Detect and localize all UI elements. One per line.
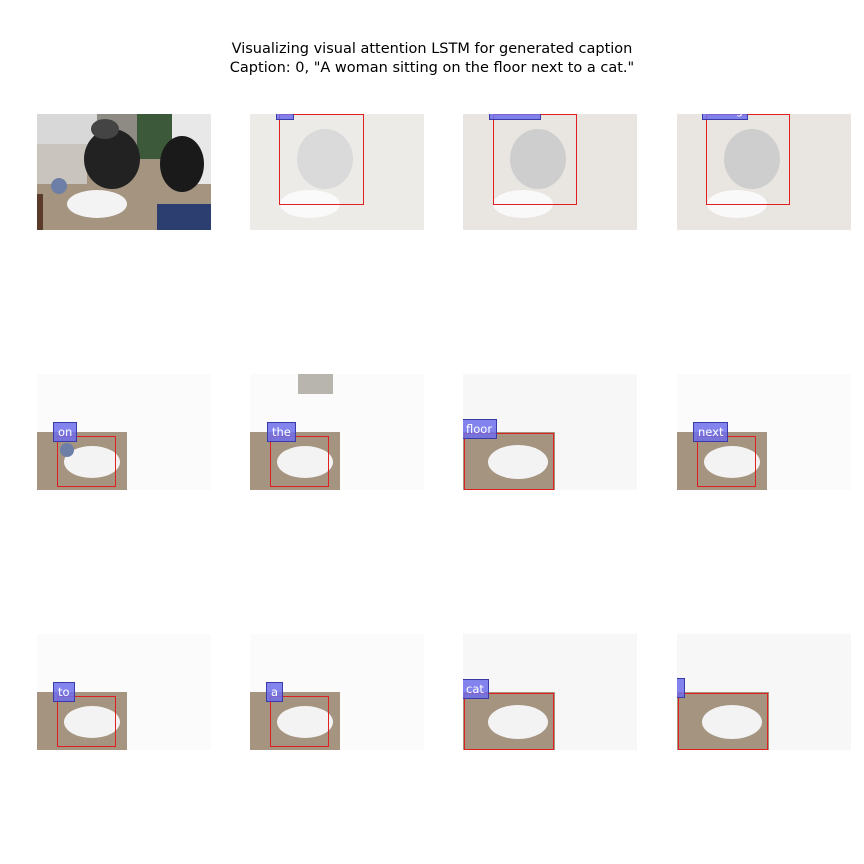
attention-box: [697, 436, 756, 487]
panel-word-4: on: [37, 374, 211, 490]
panel-word-9: a: [250, 634, 424, 750]
word-label: next: [693, 422, 729, 442]
word-label: floor: [463, 419, 498, 439]
scene-image: [463, 374, 637, 490]
scene-image: [677, 634, 851, 750]
word-label: woman: [489, 114, 541, 120]
word-label: the: [267, 422, 296, 442]
scene-image: [463, 634, 637, 750]
scene-image: [37, 634, 211, 750]
attention-box: [270, 696, 329, 747]
attention-box: [57, 436, 116, 487]
word-label: to: [53, 682, 75, 702]
word-label: on: [53, 422, 78, 442]
word-label: A: [276, 114, 294, 120]
word-label: cat: [463, 679, 489, 699]
panel-word-5: the: [250, 374, 424, 490]
attention-box: [57, 696, 116, 747]
panel-word-7: next: [677, 374, 851, 490]
attention-box: [678, 693, 768, 750]
panel-word-2: woman: [463, 114, 637, 230]
panel-word-8: to: [37, 634, 211, 750]
attention-box: [270, 436, 329, 487]
word-label: sitting: [702, 114, 748, 120]
attention-box: [464, 693, 554, 750]
attention-box: [279, 114, 364, 205]
scene-image: [250, 634, 424, 750]
figure-title-line1: Visualizing visual attention LSTM for ge…: [231, 41, 633, 57]
figure-title-line2: Caption: 0, "A woman sitting on the floo…: [229, 60, 635, 76]
panel-word-10: cat: [463, 634, 637, 750]
panel-original: [37, 114, 211, 230]
scene-image: [250, 374, 424, 490]
panel-word-11: [677, 634, 851, 750]
attention-box: [706, 114, 790, 205]
panel-word-1: A: [250, 114, 424, 230]
word-label: a: [266, 682, 284, 702]
attention-box: [464, 433, 554, 490]
panel-word-6: floor: [463, 374, 637, 490]
word-label: [677, 678, 685, 698]
scene-image: [37, 114, 211, 230]
attention-mask: [463, 114, 637, 230]
panel-word-3: sitting: [677, 114, 851, 230]
attention-box: [493, 114, 577, 205]
